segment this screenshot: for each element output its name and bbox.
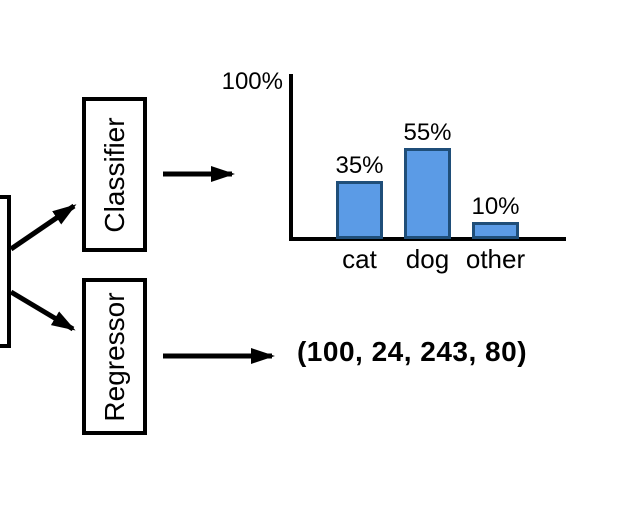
input-box: [0, 195, 11, 348]
chart-y-axis: [289, 74, 293, 241]
regressor-box: Regressor: [82, 278, 147, 435]
arrow-input-to-regressor: [9, 289, 76, 332]
chart-x-axis: [289, 237, 566, 241]
bar-other: [472, 222, 519, 239]
classifier-box: Classifier: [82, 97, 147, 252]
bar-value-label-other: 10%: [471, 193, 520, 220]
bar-category-label-dog: dog: [405, 244, 450, 274]
bar-cat: [336, 181, 383, 239]
bar-value-label-cat: 35%: [335, 152, 384, 179]
bar-dog: [404, 148, 451, 239]
bar-value-label-dog: 55%: [403, 119, 452, 146]
bar-category-label-cat: cat: [342, 244, 377, 274]
y-axis-top-tick-label: 100%: [221, 68, 283, 95]
regressor-output-text: (100, 24, 243, 80): [296, 336, 528, 367]
bar-category-label-other: other: [465, 244, 526, 274]
arrow-input-to-classifier: [9, 203, 77, 252]
